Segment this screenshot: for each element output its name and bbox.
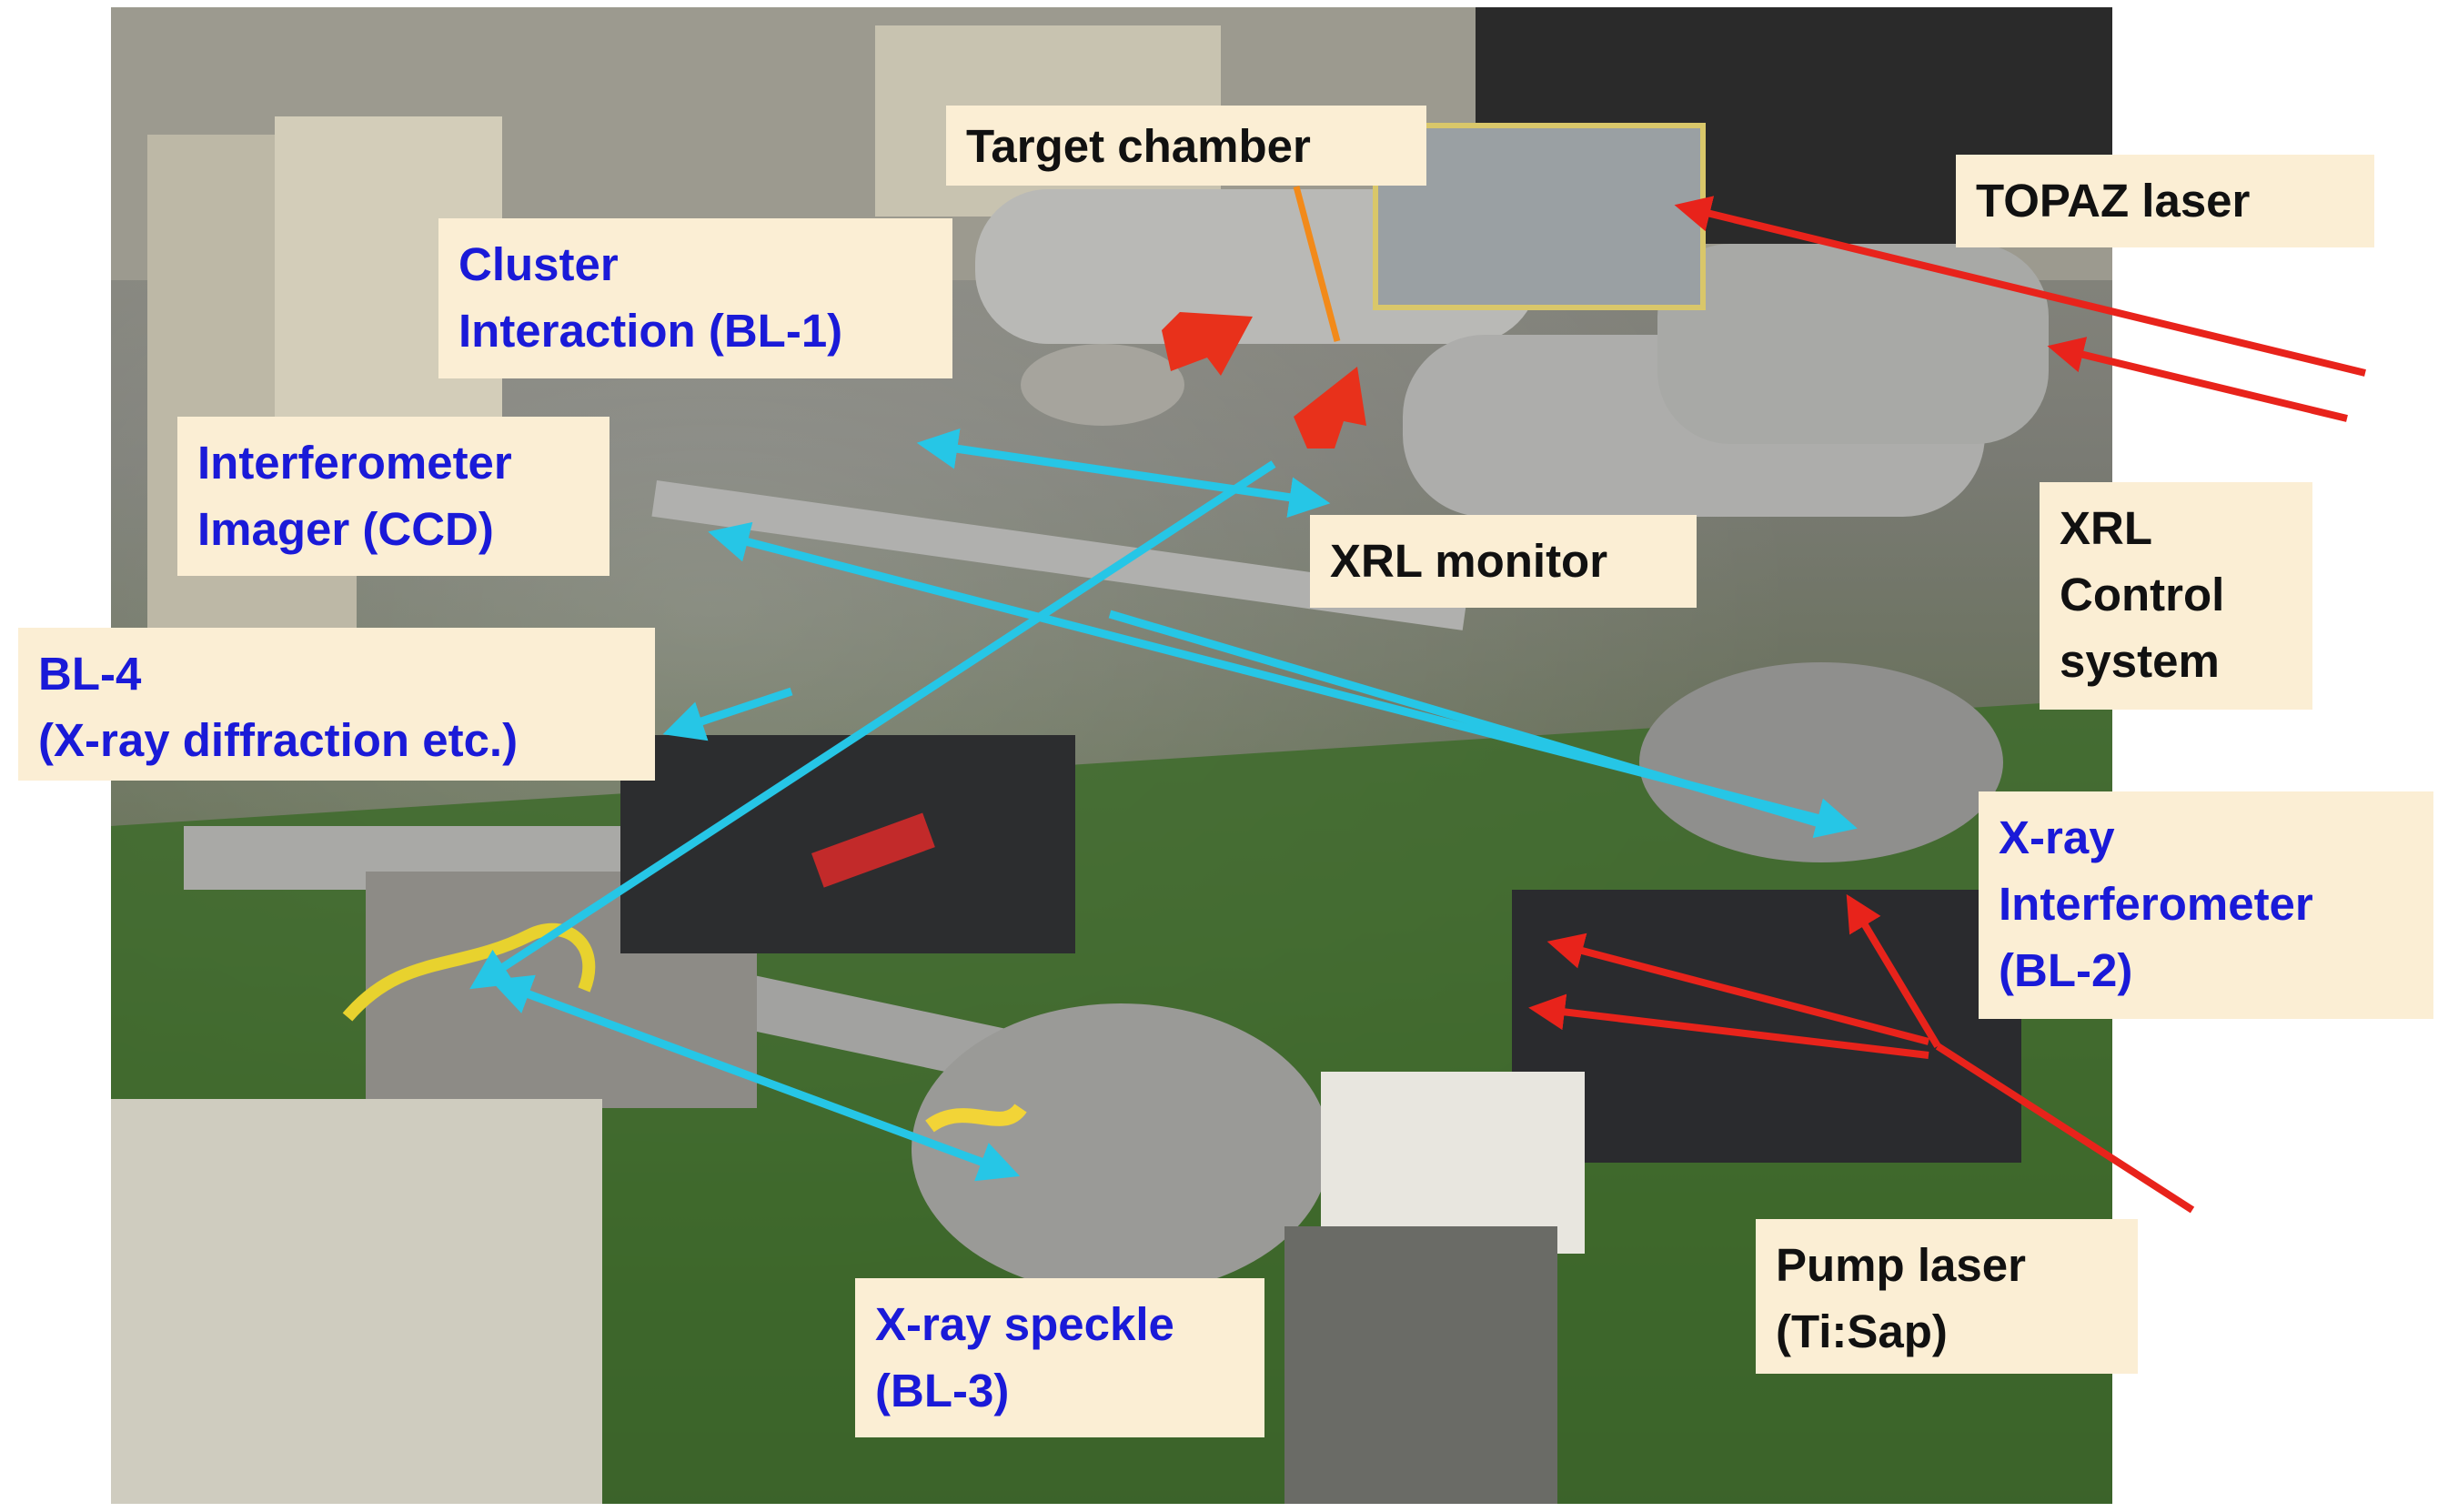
stand-base bbox=[1284, 1226, 1557, 1504]
label-pump-line1: Pump laser bbox=[1776, 1239, 2026, 1291]
label-xray-interf-line1: X-ray bbox=[1999, 811, 2115, 863]
red-block-arrow-upper bbox=[1162, 312, 1253, 376]
target-chamber-body bbox=[1021, 344, 1184, 426]
label-xray-interf-line2: Interferometer bbox=[1999, 878, 2313, 930]
label-cluster-line1: Cluster bbox=[458, 238, 619, 290]
laser-enclosure bbox=[1373, 123, 1706, 310]
red-block-arrow-lower bbox=[1294, 367, 1366, 449]
label-target-chamber: Target chamber bbox=[946, 106, 1426, 186]
label-xray-speckle: X-ray speckle (BL-3) bbox=[855, 1278, 1264, 1437]
label-xrl-control-line2: Control bbox=[2060, 569, 2225, 620]
label-interferometer-imager: Interferometer Imager (CCD) bbox=[177, 417, 609, 576]
label-cluster-line2: Interaction (BL-1) bbox=[458, 305, 843, 357]
interferometer-chamber bbox=[1639, 662, 2003, 862]
label-xray-interf-line3: (BL-2) bbox=[1999, 944, 2133, 996]
label-target-chamber-text: Target chamber bbox=[966, 120, 1311, 172]
label-imager-line1: Interferometer bbox=[197, 437, 512, 489]
label-bl4-line2: (X-ray diffraction etc.) bbox=[38, 714, 519, 766]
optical-table bbox=[1512, 890, 2021, 1163]
vacuum-tank-back bbox=[1657, 244, 2049, 444]
label-bl4: BL-4 (X-ray diffraction etc.) bbox=[18, 628, 655, 781]
power-supply-cabinet bbox=[111, 1099, 602, 1504]
label-pump-line2: (Ti:Sap) bbox=[1776, 1305, 1948, 1357]
label-imager-line2: Imager (CCD) bbox=[197, 503, 494, 555]
label-topaz-laser-text: TOPAZ laser bbox=[1976, 175, 2251, 227]
label-cluster-interaction: Cluster Interaction (BL-1) bbox=[438, 218, 952, 378]
label-xrl-control-line3: system bbox=[2060, 635, 2220, 687]
white-stand bbox=[1321, 1072, 1585, 1254]
label-xrl-monitor: XRL monitor bbox=[1310, 515, 1697, 608]
label-xray-interferometer: X-ray Interferometer (BL-2) bbox=[1979, 791, 2433, 1019]
speckle-chamber bbox=[912, 1003, 1330, 1295]
label-xrl-control-system: XRL Control system bbox=[2040, 482, 2312, 710]
label-pump-laser: Pump laser (Ti:Sap) bbox=[1756, 1219, 2138, 1374]
label-speckle-line1: X-ray speckle bbox=[875, 1298, 1174, 1350]
label-xrl-control-line1: XRL bbox=[2060, 502, 2152, 554]
label-bl4-line1: BL-4 bbox=[38, 648, 142, 700]
label-topaz-laser: TOPAZ laser bbox=[1956, 155, 2374, 247]
label-speckle-line2: (BL-3) bbox=[875, 1365, 1010, 1416]
label-xrl-monitor-text: XRL monitor bbox=[1330, 535, 1608, 587]
